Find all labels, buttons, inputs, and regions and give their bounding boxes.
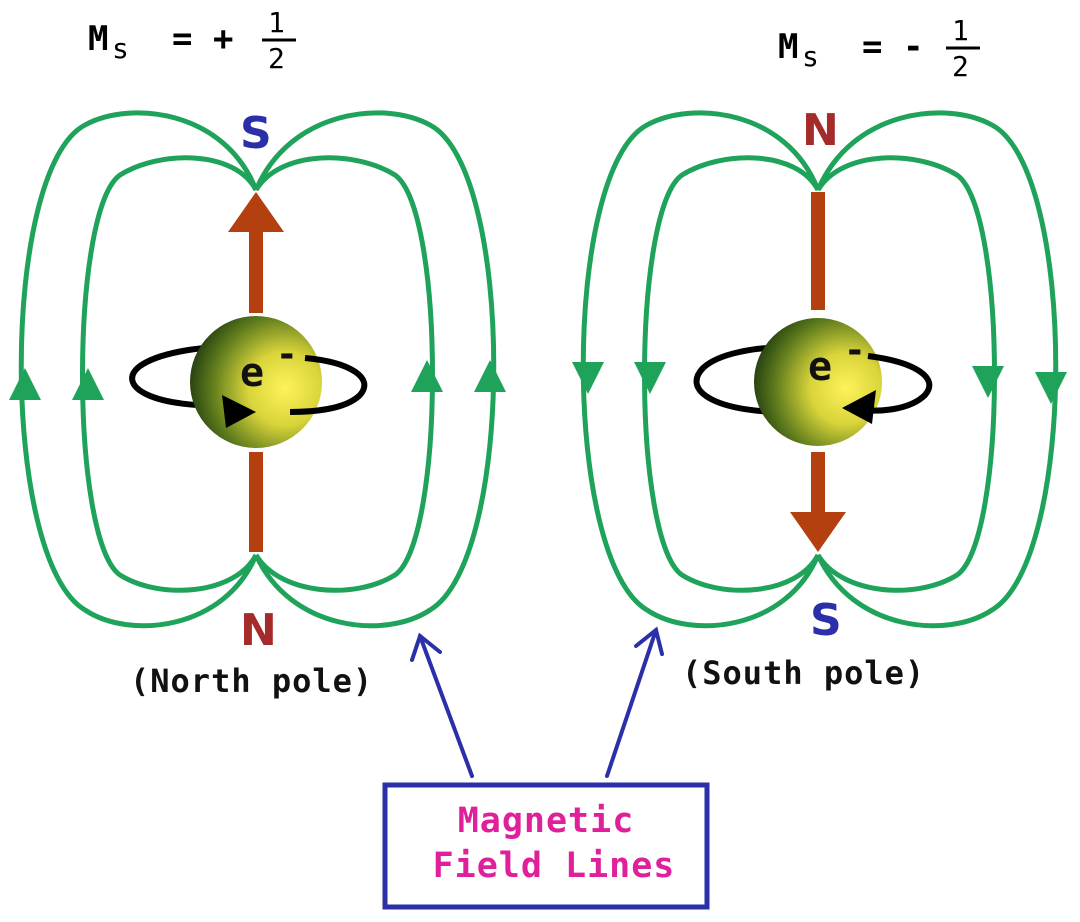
right-top-pole-label: N bbox=[802, 105, 839, 156]
right-pointer-arrow-icon bbox=[634, 626, 664, 656]
left-electron-charge: - bbox=[276, 334, 298, 375]
left-top-pole-label: S bbox=[240, 108, 272, 159]
left-spin-diagram: M s = + 1 2 bbox=[9, 6, 506, 700]
left-spin-equation: M s = + 1 2 bbox=[88, 6, 296, 75]
left-bottom-pole-label: N bbox=[240, 605, 277, 656]
right-axis-arrow-down-icon bbox=[790, 512, 846, 552]
legend-line-1: Magnetic bbox=[458, 801, 635, 841]
right-caption: (South pole) bbox=[682, 654, 925, 692]
left-orbit-back bbox=[129, 345, 241, 409]
left-outer-field-line-right bbox=[253, 110, 497, 629]
right-spin-symbol: M bbox=[778, 27, 798, 67]
legend-box: Magnetic Field Lines bbox=[382, 782, 710, 910]
left-field-arrow-up-icon bbox=[411, 360, 443, 392]
left-electron-ball bbox=[190, 316, 322, 448]
right-field-arrow-down-icon bbox=[572, 362, 604, 394]
right-field-arrow-down-icon bbox=[1035, 372, 1067, 404]
left-outer-field-line-left bbox=[18, 110, 259, 629]
left-spin-axis bbox=[228, 192, 284, 552]
right-axis-upper bbox=[811, 192, 825, 310]
left-spin-denominator: 2 bbox=[268, 42, 285, 75]
right-pointer-line bbox=[605, 628, 658, 778]
legend-line-2: Field Lines bbox=[433, 846, 676, 886]
right-field-arrow-down-icon bbox=[634, 362, 666, 394]
left-field-arrow-up-icon bbox=[474, 360, 506, 392]
left-inner-field-line-left bbox=[80, 155, 259, 593]
right-electron-label: e bbox=[808, 344, 832, 390]
right-electron-charge: - bbox=[844, 330, 866, 371]
left-orbit-arrow-icon bbox=[222, 395, 256, 428]
left-axis-lower bbox=[249, 452, 263, 552]
left-spin-symbol: M bbox=[88, 19, 108, 59]
right-electron-ball bbox=[754, 318, 882, 446]
left-caption: (North pole) bbox=[130, 662, 373, 700]
right-axis-lower bbox=[811, 452, 825, 522]
right-spin-subscript: s bbox=[802, 40, 819, 73]
pointer-arrows bbox=[410, 626, 664, 778]
right-spin-numerator: 1 bbox=[952, 14, 969, 47]
right-field-arrow-down-icon bbox=[972, 366, 1004, 398]
left-field-lines bbox=[18, 110, 497, 629]
left-spin-numerator: 1 bbox=[268, 6, 285, 39]
right-spin-equation: M s = - 1 2 bbox=[778, 14, 980, 83]
right-spin-denominator: 2 bbox=[952, 50, 969, 83]
right-orbit-back bbox=[693, 345, 797, 416]
left-field-arrowheads bbox=[9, 360, 506, 400]
left-field-arrow-up-icon bbox=[9, 368, 41, 400]
left-spin-subscript: s bbox=[112, 32, 129, 65]
right-outer-field-line-right bbox=[815, 110, 1059, 629]
left-electron-label: e bbox=[240, 350, 264, 396]
right-spin-axis bbox=[790, 192, 846, 552]
right-bottom-pole-label: S bbox=[810, 595, 842, 646]
right-orbit-arrow-icon bbox=[842, 390, 876, 424]
right-spin-diagram: M s = - 1 2 e - bbox=[572, 14, 1067, 692]
left-pointer-arrow-icon bbox=[410, 632, 442, 662]
right-field-arrowheads bbox=[572, 362, 1067, 404]
right-orbit-front bbox=[859, 353, 933, 414]
left-axis-upper bbox=[249, 225, 263, 313]
legend-box-border bbox=[382, 782, 710, 910]
left-orbit-front bbox=[289, 355, 368, 415]
left-pointer-line bbox=[418, 634, 474, 778]
left-spin-sign: = + bbox=[172, 19, 233, 59]
left-axis-arrow-up-icon bbox=[228, 192, 284, 232]
right-spin-sign: = - bbox=[862, 27, 923, 67]
left-field-arrow-up-icon bbox=[72, 368, 104, 400]
